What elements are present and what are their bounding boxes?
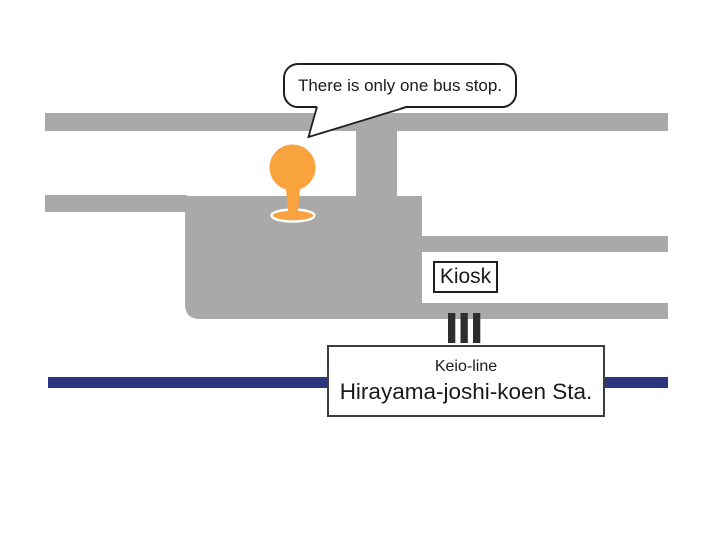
kiosk-label: Kiosk bbox=[439, 265, 492, 288]
road-top bbox=[45, 113, 668, 131]
gate-bar bbox=[460, 313, 468, 343]
station-name: Hirayama-joshi-koen Sta. bbox=[339, 379, 593, 404]
station-label-box: Keio-line Hirayama-joshi-koen Sta. bbox=[327, 345, 605, 417]
callout-bubble: There is only one bus stop. bbox=[283, 63, 517, 108]
road-right-bottom bbox=[422, 303, 668, 319]
pin-base bbox=[270, 208, 316, 223]
callout-text: There is only one bus stop. bbox=[297, 75, 503, 95]
rail-line-name: Keio-line bbox=[434, 358, 498, 375]
road-right-middle bbox=[397, 236, 668, 252]
callout-tail-fill bbox=[308, 105, 408, 137]
gate-bar bbox=[473, 313, 481, 343]
callout-tail-outline bbox=[307, 105, 409, 139]
kiosk-label-box: Kiosk bbox=[433, 261, 498, 293]
road-vertical-connector bbox=[356, 113, 397, 203]
pin-stem bbox=[285, 183, 301, 214]
road-left-lower bbox=[45, 195, 187, 212]
ticket-gates-icon bbox=[448, 313, 481, 343]
station-plaza-block bbox=[185, 196, 422, 319]
bus-stop-pin-icon bbox=[269, 144, 316, 223]
roads bbox=[45, 113, 668, 319]
pin-head bbox=[269, 144, 316, 191]
gate-bar bbox=[448, 313, 456, 343]
